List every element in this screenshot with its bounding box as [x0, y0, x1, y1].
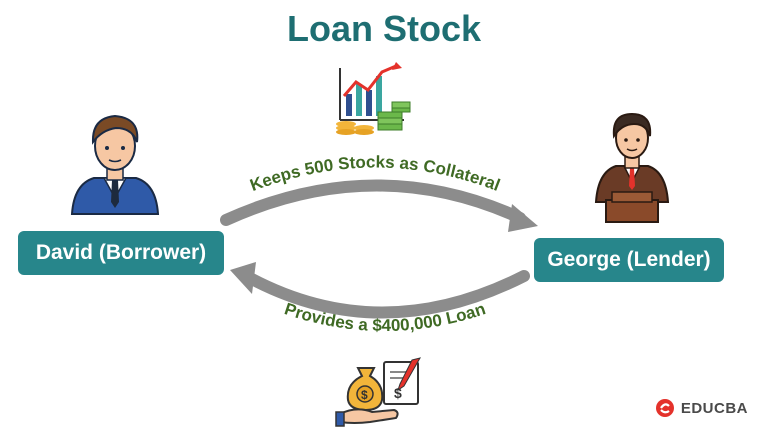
collateral-arrowhead — [508, 204, 538, 232]
lender-box: George (Lender) — [534, 238, 724, 282]
educba-brand: EDUCBA — [655, 398, 748, 418]
page-title: Loan Stock — [286, 8, 482, 49]
svg-text:$: $ — [361, 388, 368, 402]
brand-name: EDUCBA — [680, 399, 748, 417]
loan-arrow — [244, 270, 530, 319]
stock-growth-icon — [334, 62, 411, 136]
svg-text:$: $ — [394, 385, 402, 401]
educba-logo-icon — [655, 399, 674, 417]
collateral-arrow — [220, 179, 526, 226]
loan-arrowhead — [230, 262, 256, 294]
businessman-borrower-icon — [70, 114, 160, 215]
borrower-box: David (Borrower) — [18, 231, 224, 275]
businessman-lender-icon — [594, 112, 670, 223]
money-bag-loan-icon: $ $ — [335, 357, 422, 427]
